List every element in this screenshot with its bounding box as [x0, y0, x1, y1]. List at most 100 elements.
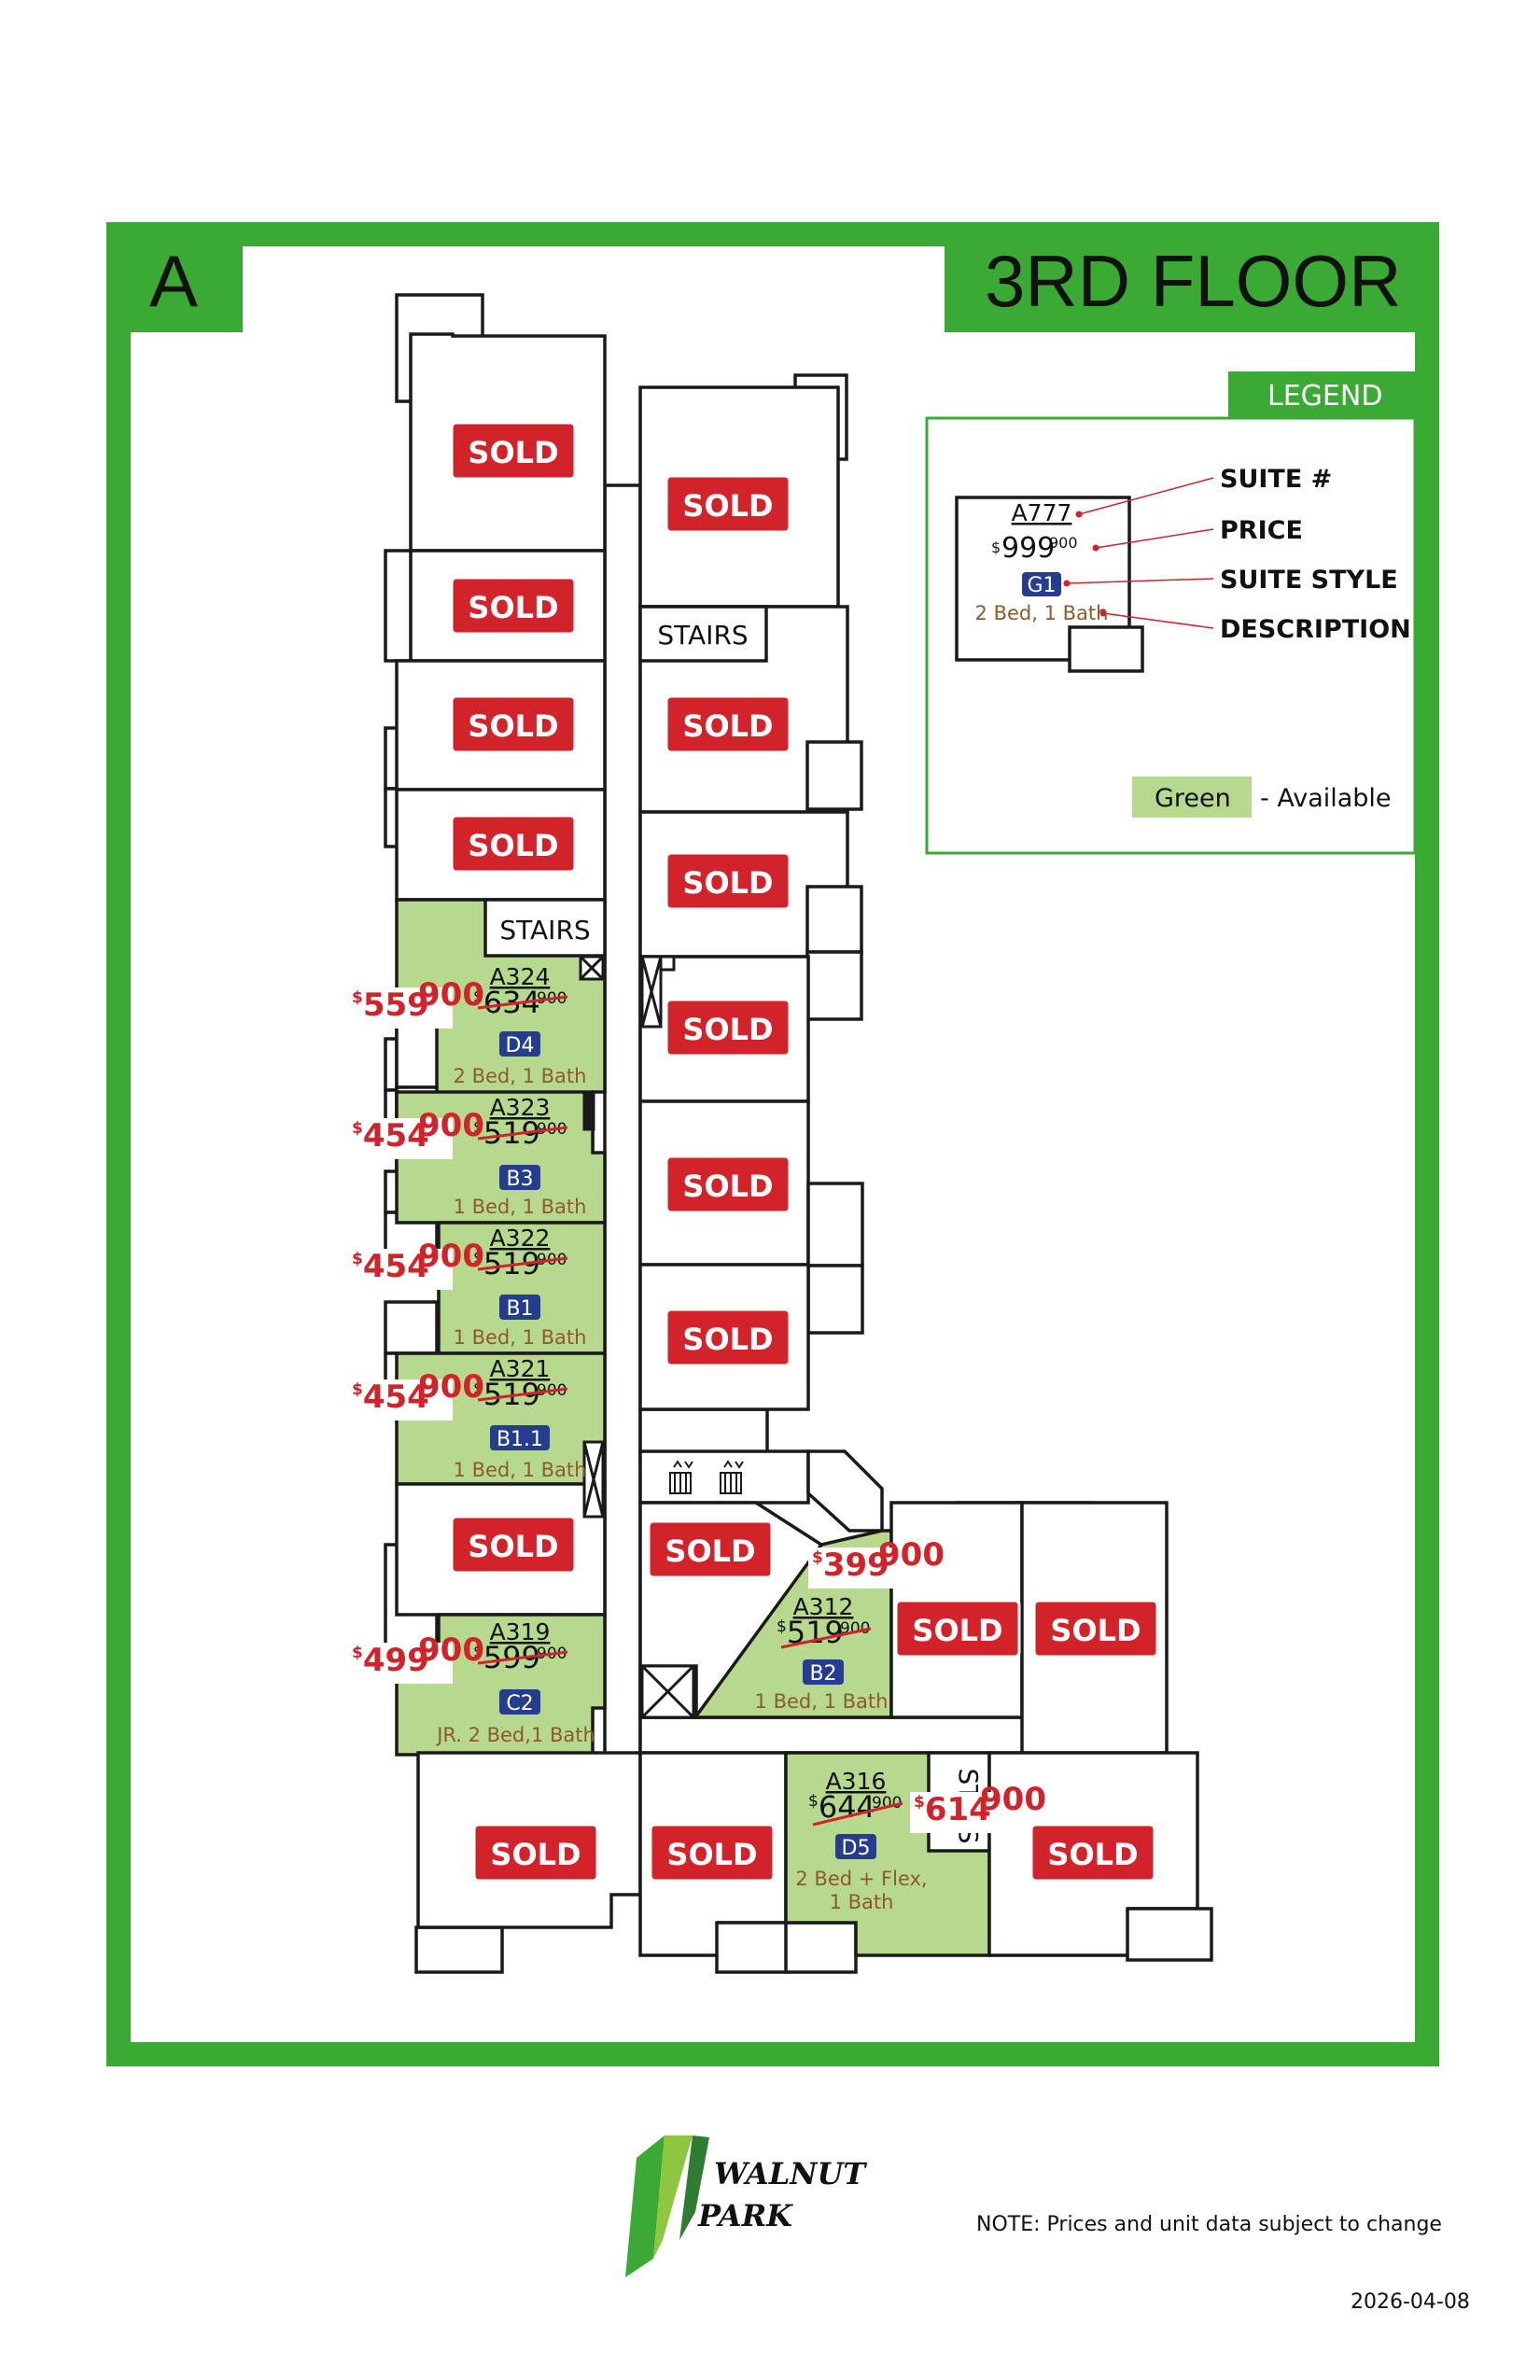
price-pointer-line	[1095, 528, 1214, 549]
balcony	[715, 1921, 789, 1974]
svg-text:C2: C2	[506, 1692, 533, 1715]
sold-label: SOLD	[450, 814, 577, 874]
sold-label: SOLD	[647, 1519, 774, 1579]
balcony	[806, 1264, 864, 1335]
balcony	[805, 885, 863, 954]
svg-text:SOLD: SOLD	[666, 1837, 757, 1872]
balcony	[784, 1921, 858, 1974]
svg-text:900: 900	[418, 1238, 484, 1275]
svg-text:900: 900	[418, 976, 484, 1014]
legend-green-swatch	[1132, 777, 1252, 818]
stairs-label-east: STAIRS	[657, 620, 748, 651]
legend-suite-label: SUITE #	[1220, 465, 1332, 494]
desc-pointer-line	[1102, 612, 1214, 629]
legend-available-label: - Available	[1260, 784, 1392, 813]
svg-text:900: 900	[878, 1536, 945, 1574]
legend-sample-suite: A777	[1012, 499, 1072, 526]
svg-text:SOLD: SOLD	[682, 1169, 773, 1204]
svg-text:SOLD: SOLD	[682, 708, 773, 744]
legend-sample-balcony	[1068, 625, 1144, 673]
svg-text:SOLD: SOLD	[682, 1322, 773, 1357]
svg-text:1 Bed, 1 Bath: 1 Bed, 1 Bath	[454, 1196, 587, 1218]
suite-a324-label[interactable]: A324 $634 900 D4 2 Bed, 1 Bath $559 900	[348, 963, 586, 1087]
svg-text:A319: A319	[490, 1618, 551, 1645]
west-corridor	[603, 483, 642, 1757]
svg-text:$499: $499	[352, 1642, 429, 1679]
balcony	[395, 1025, 439, 1089]
legend: LEGEND A777 $ 999 900 G1 2 Bed, 1 Bath S…	[925, 371, 1417, 855]
suite-pointer-line	[1078, 477, 1214, 515]
sold-label: SOLD	[450, 421, 577, 481]
svg-text:SOLD: SOLD	[682, 488, 773, 524]
svg-text:SOLD: SOLD	[468, 708, 558, 744]
svg-text:SOLD: SOLD	[490, 1837, 581, 1872]
duct-symbols	[579, 955, 695, 1719]
balcony	[805, 950, 863, 1021]
svg-text:1 Bed, 1 Bath: 1 Bed, 1 Bath	[755, 1690, 889, 1713]
svg-text:SOLD: SOLD	[468, 590, 558, 625]
svg-text:B1: B1	[506, 1297, 533, 1321]
legend-sample-style: G1	[1027, 574, 1056, 597]
svg-text:1 Bath: 1 Bath	[830, 1891, 894, 1913]
svg-text:1 Bed, 1 Bath: 1 Bed, 1 Bath	[454, 1326, 587, 1349]
svg-text:$454: $454	[352, 1379, 429, 1416]
legend-desc-label: DESCRIPTION	[1220, 615, 1411, 644]
sold-label: SOLD	[649, 1823, 776, 1883]
sold-label: SOLD	[894, 1599, 1021, 1659]
suite-a322-label[interactable]: A322 $519 900 B1 1 Bed, 1 Bath $454 900	[348, 1225, 586, 1349]
svg-text:B3: B3	[506, 1168, 533, 1191]
legend-sample-style-badge	[1022, 572, 1061, 596]
svg-text:SOLD: SOLD	[1047, 1837, 1138, 1872]
svg-text:A321: A321	[490, 1355, 551, 1382]
svg-text:B1.1: B1.1	[497, 1428, 543, 1451]
logo-line2: PARK	[697, 2198, 793, 2233]
svg-text:SOLD: SOLD	[665, 1533, 755, 1569]
svg-text:SOLD: SOLD	[682, 865, 773, 901]
suite-a322-area[interactable]	[437, 1221, 607, 1355]
balcony	[806, 1182, 864, 1267]
suite-a312-label[interactable]: A312 $519 900 B2 1 Bed, 1 Bath $399 900	[755, 1536, 945, 1713]
floor-title: 3RD FLOOR	[985, 240, 1401, 322]
svg-text:A323: A323	[490, 1094, 551, 1121]
svg-text:B2: B2	[809, 1662, 836, 1686]
legend-green-label: Green	[1155, 784, 1231, 813]
svg-text:JR. 2 Bed,1 Bath: JR. 2 Bed,1 Bath	[435, 1724, 595, 1746]
svg-text:$399: $399	[812, 1547, 889, 1584]
svg-text:SOLD: SOLD	[468, 1529, 558, 1564]
sold-label: SOLD	[450, 694, 577, 754]
sold-label: SOLD	[450, 576, 577, 636]
sold-label: SOLD	[450, 1515, 577, 1575]
svg-text:$614: $614	[914, 1791, 991, 1828]
sold-label: SOLD	[472, 1823, 599, 1883]
sold-label: SOLD	[665, 851, 791, 911]
suite-a323-label[interactable]: A323 $519 900 B3 1 Bed, 1 Bath $454 900	[348, 1094, 586, 1218]
balcony	[414, 1925, 504, 1974]
elevator-icons	[669, 1460, 744, 1494]
svg-text:1 Bed, 1 Bath: 1 Bed, 1 Bath	[454, 1459, 587, 1481]
stairs-west	[483, 898, 607, 958]
svg-text:SOLD: SOLD	[912, 1613, 1002, 1648]
sold-label: SOLD	[665, 1308, 791, 1367]
legend-sample-desc: 2 Bed, 1 Bath	[975, 602, 1109, 624]
sold-label: SOLD	[665, 998, 791, 1057]
svg-text:2 Bed + Flex,: 2 Bed + Flex,	[795, 1868, 927, 1890]
svg-text:900: 900	[418, 1368, 484, 1406]
legend-title-bar	[1228, 371, 1415, 418]
legend-title: LEGEND	[1267, 380, 1382, 413]
building-letter: A	[149, 240, 198, 322]
balcony	[805, 740, 863, 811]
svg-text:SOLD: SOLD	[1050, 1613, 1141, 1648]
svg-text:D4: D4	[506, 1034, 535, 1057]
legend-price-label: PRICE	[1220, 516, 1303, 545]
svg-text:2 Bed, 1 Bath: 2 Bed, 1 Bath	[454, 1065, 587, 1087]
style-pointer-line	[1066, 578, 1214, 584]
svg-text:SOLD: SOLD	[468, 828, 558, 863]
suite-a316-label[interactable]: A316 $644 900 D5 2 Bed + Flex, 1 Bath $6…	[795, 1768, 1046, 1913]
suite-a319-label[interactable]: A319 $599 900 C2 JR. 2 Bed,1 Bath $499 9…	[348, 1618, 595, 1746]
walnut-park-logo: WALNUT PARK	[625, 2135, 867, 2277]
sold-label: SOLD	[665, 474, 791, 534]
suite-a321-label[interactable]: A321 $519 900 B1.1 1 Bed, 1 Bath $454 90…	[348, 1355, 586, 1481]
svg-text:900: 900	[418, 1631, 484, 1669]
svg-text:$559: $559	[352, 987, 429, 1024]
